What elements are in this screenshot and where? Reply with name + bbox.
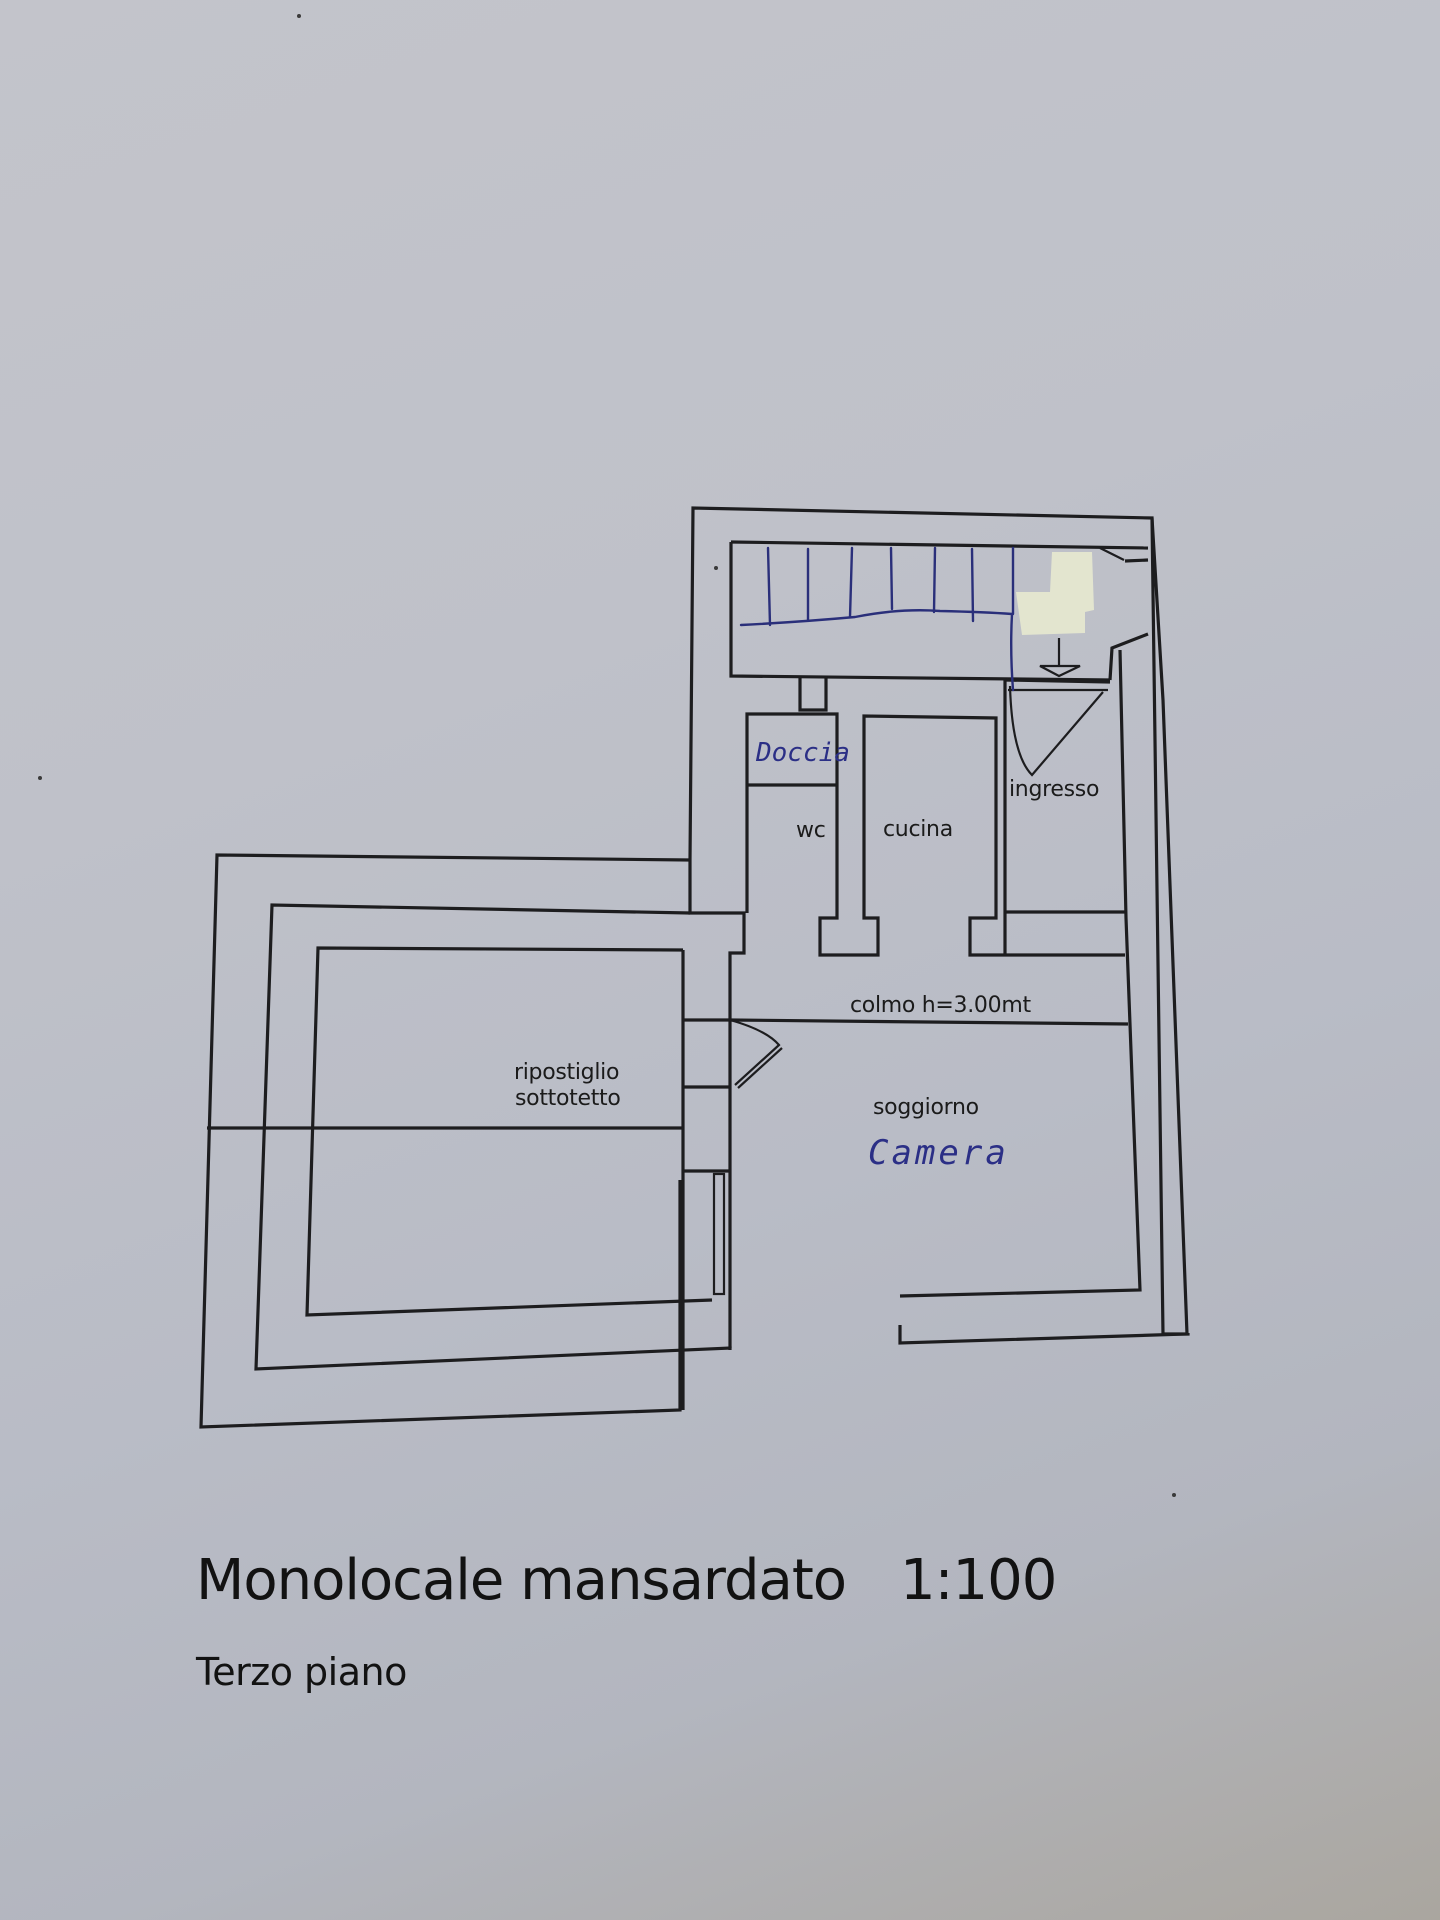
- floor-label: Terzo piano: [196, 1650, 407, 1694]
- label-ridge-height: colmo h=3.00mt: [850, 993, 1031, 1018]
- label-ingresso: ingresso: [1009, 777, 1100, 802]
- plan-title: Monolocale mansardato: [196, 1548, 847, 1613]
- plan-scale: 1:100: [900, 1548, 1057, 1613]
- label-wc: wc: [796, 818, 826, 843]
- door-swing-ingresso: [1008, 685, 1104, 777]
- label-ripostiglio: ripostiglio: [514, 1060, 620, 1085]
- label-soggiorno: soggiorno: [873, 1095, 979, 1120]
- label-cucina: cucina: [883, 817, 953, 842]
- door-swing-soggiorno: [729, 1018, 781, 1086]
- paper-speck: [297, 14, 301, 18]
- label-doccia: Doccia: [756, 738, 850, 768]
- attic-storage-walls: [199, 853, 732, 1429]
- paper-speck: [714, 566, 718, 570]
- doors: [729, 685, 1108, 1089]
- paper-speck: [38, 776, 42, 780]
- handwritten-stairs: [739, 546, 1015, 692]
- label-camera: Camera: [868, 1133, 1009, 1173]
- down-arrow-icon: [1039, 638, 1081, 678]
- outer-walls: [688, 506, 1190, 1345]
- interior-walls: [683, 676, 1129, 1348]
- page-title: Monolocale mansardato 1:100: [196, 1548, 1057, 1613]
- label-sottotetto: sottotetto: [515, 1086, 621, 1111]
- paper-speck: [1172, 1493, 1176, 1497]
- tape-patch: [1016, 552, 1094, 635]
